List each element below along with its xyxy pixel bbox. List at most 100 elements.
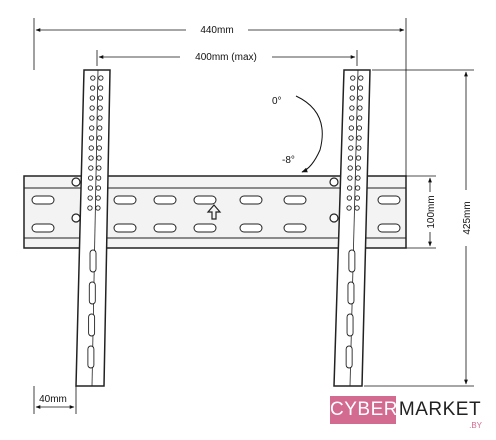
- dimension-hole-spacing: 400mm (max): [96, 50, 358, 66]
- bracket-slot: [346, 313, 354, 337]
- bracket-hole: [96, 135, 103, 141]
- bracket-hole: [87, 205, 93, 211]
- bracket-hole: [97, 125, 103, 131]
- bracket-hole: [89, 85, 96, 91]
- rail-slots: [31, 195, 401, 233]
- rail-slot: [113, 223, 137, 233]
- bracket-hole: [355, 155, 362, 161]
- bracket-hole: [87, 175, 94, 181]
- bracket-hole: [356, 125, 362, 131]
- bracket-hole: [95, 185, 102, 191]
- bracket-hole: [357, 105, 363, 111]
- overall-height-label: 425mm: [462, 201, 473, 234]
- left-vertical-bracket: [75, 69, 111, 387]
- bracket-hole: [355, 175, 361, 181]
- bracket-hole: [347, 155, 354, 161]
- bracket-hole: [89, 125, 95, 131]
- bracket-hole: [354, 195, 361, 201]
- dimension-overall-width: 440mm: [33, 18, 407, 176]
- dimension-overall-height: 425mm: [364, 69, 474, 387]
- bracket-hole: [88, 145, 94, 151]
- bracket-width-label: 40mm: [39, 394, 67, 405]
- bracket-hole: [89, 105, 95, 111]
- bracket-hole: [349, 95, 355, 101]
- bracket-hole: [354, 185, 361, 191]
- bracket-hole: [358, 75, 364, 81]
- rail-slot: [31, 223, 55, 233]
- bracket-hole: [88, 165, 94, 171]
- bracket-hole: [88, 135, 95, 141]
- bracket-hole: [96, 155, 102, 161]
- tilt-upper-label: 0°: [272, 96, 282, 107]
- rail-slot: [239, 195, 263, 205]
- bracket-slot: [88, 313, 96, 337]
- bracket-hole: [89, 115, 95, 121]
- hinge-screws: [71, 177, 339, 223]
- bracket-hole: [348, 115, 355, 121]
- bracket-hole: [355, 165, 361, 171]
- rail-slot: [193, 223, 217, 233]
- up-arrow-icon: [206, 204, 222, 220]
- hole-spacing-label: 400mm (max): [195, 52, 257, 63]
- right-vertical-bracket: [333, 69, 371, 387]
- bracket-slot: [345, 345, 353, 369]
- tilt-indicator: 0° -8°: [272, 95, 323, 173]
- bracket-slot: [88, 281, 96, 305]
- bracket-hole: [97, 95, 104, 101]
- left-bracket-holes: [87, 75, 104, 369]
- bracket-hole: [350, 75, 356, 81]
- bracket-hole: [347, 165, 353, 171]
- logo-domain-suffix: .BY: [469, 421, 482, 430]
- bracket-hole: [97, 115, 103, 121]
- bracket-hole: [356, 135, 362, 141]
- bracket-hole: [356, 145, 362, 151]
- bracket-hole: [89, 95, 96, 101]
- rail-slot: [153, 195, 177, 205]
- bracket-hole: [346, 205, 352, 211]
- cybermarket-logo[interactable]: CYBER MARKET .BY: [330, 396, 488, 432]
- bracket-hole: [346, 185, 353, 191]
- bracket-hole: [95, 205, 101, 211]
- bracket-hole: [87, 195, 93, 201]
- bracket-hole: [98, 75, 104, 81]
- bracket-hole: [96, 165, 102, 171]
- bracket-slot: [348, 249, 356, 273]
- logo-market-text: MARKET: [396, 396, 484, 424]
- rail-height-label: 100mm: [426, 195, 437, 228]
- bracket-hole: [97, 85, 104, 91]
- bracket-hole: [349, 105, 355, 111]
- rail-slot: [193, 195, 217, 205]
- rail-slot: [283, 223, 307, 233]
- logo-cyber-text: CYBER: [330, 396, 397, 424]
- right-bracket-holes: [345, 75, 364, 369]
- bracket-slot: [347, 281, 355, 305]
- bracket-hole: [88, 155, 94, 161]
- bracket-hole: [348, 145, 354, 151]
- bracket-hole: [346, 195, 353, 201]
- tilt-lower-label: -8°: [282, 155, 295, 166]
- bracket-hole: [96, 145, 102, 151]
- bracket-hole: [95, 195, 101, 201]
- bracket-hole: [95, 175, 102, 181]
- bracket-hole: [97, 105, 103, 111]
- dimension-rail-height: 100mm: [406, 175, 437, 249]
- bracket-hole: [354, 205, 360, 211]
- rail-slot: [31, 195, 55, 205]
- bracket-hole: [87, 185, 94, 191]
- bracket-hole: [349, 85, 356, 91]
- overall-width-label: 440mm: [200, 25, 233, 36]
- rail-slot: [283, 195, 307, 205]
- bracket-hole: [348, 135, 354, 141]
- rail-slot: [377, 195, 401, 205]
- rail-slot: [377, 223, 401, 233]
- bracket-slot: [87, 345, 95, 369]
- rail-slot: [239, 223, 263, 233]
- bracket-slot: [89, 249, 97, 273]
- bracket-hole: [348, 125, 354, 131]
- bracket-hole: [347, 175, 353, 181]
- bracket-hole: [356, 115, 363, 121]
- rail-slot: [153, 223, 177, 233]
- bracket-hole: [357, 85, 364, 91]
- bracket-hole: [357, 95, 363, 101]
